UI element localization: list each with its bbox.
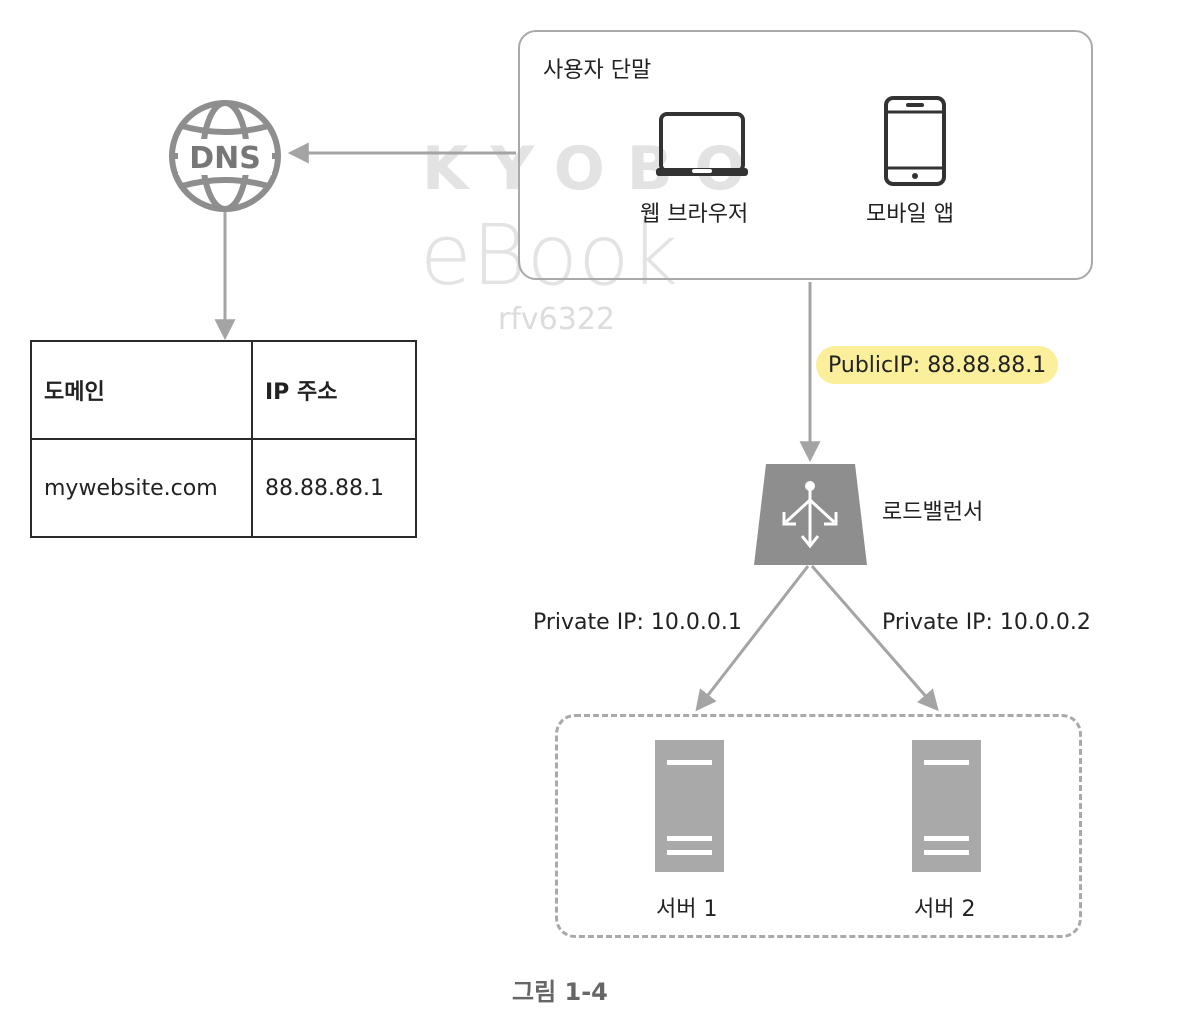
- dns-table-cell-ip: 88.88.88.1: [265, 475, 384, 501]
- dns-label-background: [178, 139, 272, 175]
- figure-caption: 그림 1-4: [512, 978, 608, 1006]
- client-devices-box: [518, 30, 1093, 280]
- load-balancer-icon: [754, 464, 867, 565]
- dns-table-header-domain: 도메인: [32, 342, 253, 440]
- public-ip-badge: PublicIP: 88.88.88.1: [816, 346, 1059, 384]
- lb-to-server1-arrow: [695, 565, 810, 712]
- servers-group-box: [555, 714, 1082, 938]
- server2-label: 서버 2: [914, 897, 976, 922]
- client-title: 사용자 단말: [543, 58, 652, 83]
- lb-to-server2-arrow: [810, 565, 939, 712]
- private-ip-label-1: Private IP: 10.0.0.1: [533, 610, 742, 635]
- dns-icon-text: DNS: [189, 141, 261, 176]
- watermark-line2: eBook: [420, 206, 679, 304]
- watermark-line3: rfv6322: [498, 302, 615, 337]
- dns-table: 도메인 IP 주소 mywebsite.com 88.88.88.1: [30, 340, 417, 538]
- load-balancer-label: 로드밸런서: [882, 500, 984, 525]
- server1-icon: [655, 740, 724, 872]
- phone-icon: [884, 96, 946, 186]
- mobile-label: 모바일 앱: [866, 202, 954, 227]
- dns-table-header-ip: IP 주소: [253, 342, 415, 440]
- private-ip-label-2: Private IP: 10.0.0.2: [882, 610, 1091, 635]
- laptop-icon: [656, 112, 748, 176]
- server1-label: 서버 1: [656, 897, 718, 922]
- browser-label: 웹 브라우저: [640, 202, 749, 227]
- dns-table-cell-domain: mywebsite.com: [32, 440, 253, 536]
- server2-icon: [912, 740, 981, 872]
